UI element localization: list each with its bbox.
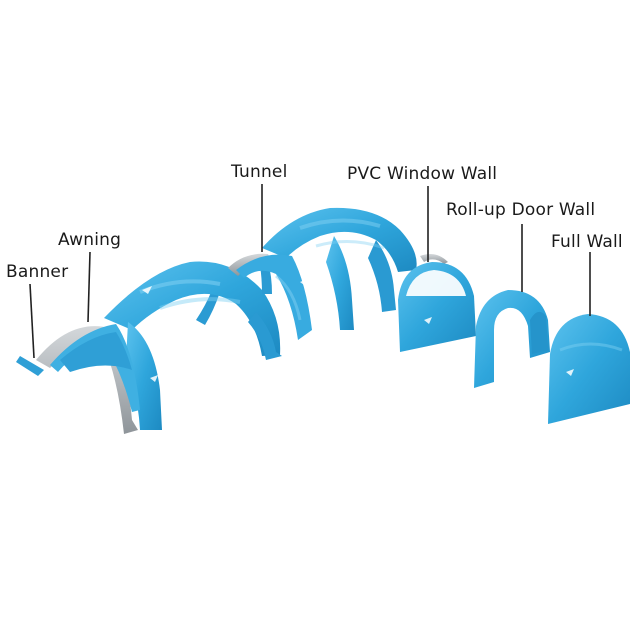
- left-tent-front-leg: [126, 322, 162, 430]
- awning-leader: [87, 251, 91, 323]
- pvc-window: [406, 270, 466, 296]
- left-tent: [16, 261, 282, 434]
- pvc-window-wall-label: PVC Window Wall: [347, 164, 498, 184]
- middle-tent: [228, 207, 417, 340]
- full-wall: [548, 314, 630, 424]
- banner-panel: [16, 356, 44, 376]
- rollup-door-wall-panel: [474, 290, 550, 388]
- left-tent-dome: [104, 261, 281, 356]
- pvc-window-wall: [398, 254, 476, 352]
- rollup-door-wall: [474, 290, 550, 388]
- full-wall-panel: [548, 314, 630, 424]
- rollup-door-wall-label: Roll-up Door Wall: [446, 200, 596, 220]
- tunnel-panel: [236, 254, 312, 340]
- banner-label: Banner: [6, 262, 69, 282]
- leader-lines: [29, 184, 591, 359]
- banner-leader: [29, 283, 35, 359]
- full-wall-label: Full Wall: [551, 232, 623, 252]
- tunnel-label: Tunnel: [231, 162, 288, 182]
- awning-label: Awning: [58, 230, 122, 250]
